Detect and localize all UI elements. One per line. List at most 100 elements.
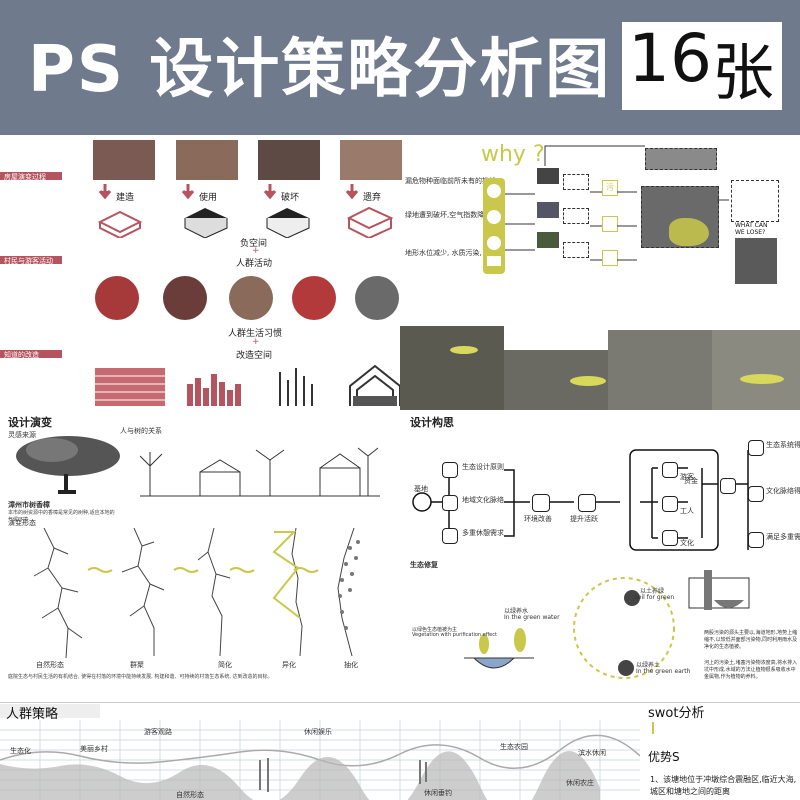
thumb-frame <box>563 174 589 190</box>
bulb-icon <box>487 236 501 250</box>
worker-icon <box>662 496 678 512</box>
stage-label: 使用 <box>199 193 218 203</box>
house-photo <box>93 140 155 180</box>
highlight-blob <box>570 376 606 386</box>
sub-relationship: 人与树的关系 <box>120 427 162 435</box>
activity-photo <box>163 276 207 320</box>
banner-title: PS 设计策略分析图 <box>28 33 612 107</box>
input-label: 多重休憩需求 <box>462 529 504 537</box>
why-panel: why ? 漏危物种面临前所未有的挑战 绿地遭到破坏,空气指数降低 地形水位减少… <box>405 138 800 298</box>
accent-mark <box>652 722 654 734</box>
landscape-strip <box>400 300 800 410</box>
note-water: 地形水位减少, 水质污染, <box>405 249 482 257</box>
stage-label: 自然形态 <box>36 661 64 669</box>
principle-icon <box>442 462 458 478</box>
panel-title: 设计构思 <box>410 416 454 429</box>
count-box <box>622 22 782 110</box>
stage-label: 群聚 <box>130 661 144 669</box>
soil-icon <box>624 590 640 606</box>
strategy-label: 游客观路 <box>144 728 172 736</box>
water-note: 两股污染的源头主要以,海道地形,地势上缩缩不,以较低并面部污染物,同时利用雨水及… <box>704 630 798 650</box>
rain-icon <box>487 256 501 266</box>
crowd-strategy-panel: 人群策略 游客观路 休闲娱乐 生态化 美丽乡村 生态农园 滨水休闲 自然形态 休… <box>0 700 640 800</box>
stage-label: 抽化 <box>344 661 358 669</box>
row-label-bar <box>0 350 62 358</box>
house-models <box>97 206 394 238</box>
question-text: WHAT CAN WE LOSE? <box>735 222 768 236</box>
plant-icon <box>602 250 618 266</box>
renovation-sketches <box>95 364 401 406</box>
money-icon <box>487 184 501 198</box>
landscape-photo <box>400 326 504 410</box>
row-label-bar <box>0 172 62 180</box>
veg-note-en: Vegetation with purification effect <box>412 632 497 638</box>
earth-icon <box>618 660 634 676</box>
village-sketch <box>140 447 380 497</box>
arrow-row <box>98 184 359 200</box>
house-photo <box>176 140 238 180</box>
eco-bottom-cn: 以绿养土 <box>636 662 661 669</box>
house-photo <box>258 140 320 180</box>
activity-photo <box>355 276 399 320</box>
people-icon <box>578 494 596 512</box>
sub-inspiration: 灵感来源 <box>8 431 36 439</box>
visitor-icon <box>662 462 678 478</box>
stage-label: 建造 <box>116 193 135 203</box>
strategy-label: 休闲垂钓 <box>424 789 452 797</box>
eco-title: 生态修复 <box>410 561 438 569</box>
strategy-label: 休闲农庄 <box>566 779 594 787</box>
row-label-renovation: 知道的改造 <box>4 351 39 359</box>
why-heading: why ? <box>481 142 545 167</box>
activity-photo <box>292 276 336 320</box>
car-icon <box>487 210 501 224</box>
fish-icon <box>602 216 618 232</box>
label-crowd-activity: 人群活动 <box>236 259 273 269</box>
eco-icon <box>748 440 764 456</box>
divider <box>0 702 640 703</box>
plus-sign: + <box>252 337 260 347</box>
needs-icon <box>748 532 764 548</box>
money-label: 资金 <box>684 477 698 485</box>
activity-photo <box>229 276 273 320</box>
note-greenland: 绿地遭到破坏,空气指数降低 <box>405 211 492 219</box>
eco-left-en: In the green water <box>504 614 560 621</box>
input-label: 地域文化脉络 <box>462 496 504 504</box>
label-negative-space: 负空间 <box>240 239 268 249</box>
thumb-frame <box>563 208 589 224</box>
flow-arrows <box>505 145 729 261</box>
plus-sign: + <box>252 246 260 256</box>
input-label: 生态设计原则 <box>462 463 504 471</box>
label-renovation-space: 改造空间 <box>236 351 273 361</box>
strategy-label: 滨水休闲 <box>578 749 606 757</box>
eco-left-cn: 以绿养水 <box>504 608 529 615</box>
strategy-label: 美丽乡村 <box>80 745 108 753</box>
thumb-frame <box>563 242 589 258</box>
row-label-activity: 村民与游客活动 <box>4 257 53 265</box>
culture-icon <box>662 530 678 546</box>
mid-label: 环境改善 <box>524 515 552 523</box>
divider <box>640 702 800 703</box>
result-label: 文化脉络得以延续 <box>766 487 800 495</box>
culture-icon <box>442 495 458 511</box>
strength-label: 优势S <box>648 750 680 764</box>
pollution-icon: 污 <box>602 180 618 196</box>
highlight-blob <box>740 374 784 384</box>
factor-column <box>483 178 505 274</box>
strategy-label: 生态化 <box>10 747 31 755</box>
highlight-blob <box>450 346 478 354</box>
caption-title: 漳州市树香樟 <box>8 501 50 509</box>
panel-title: swot分析 <box>648 706 705 721</box>
landscape-photo <box>608 330 712 410</box>
eco-top-cn: 以土养绿 <box>640 588 665 595</box>
footnote: 庭院生态与村民生活的有机结合, 使得在村落的环境中能持续发展, 构建和谐、可持续… <box>8 674 273 680</box>
banner-count: 16 <box>628 20 712 97</box>
result-label: 生态系统得到恢复 <box>766 441 800 449</box>
row-label-bar <box>0 256 62 264</box>
strategy-label: 生态农园 <box>500 743 528 751</box>
face-photo <box>735 238 777 284</box>
pollution-note: 河上的污染土,堵塞污染物浓度高,将水排入坑中形成,水域的方法让植物很系吸收水中金… <box>704 660 798 680</box>
eco-top-en: Soil for green <box>634 594 675 601</box>
house-photo <box>340 140 402 180</box>
panel-title: 设计演变 <box>8 416 52 429</box>
thumb-photo <box>537 232 559 248</box>
